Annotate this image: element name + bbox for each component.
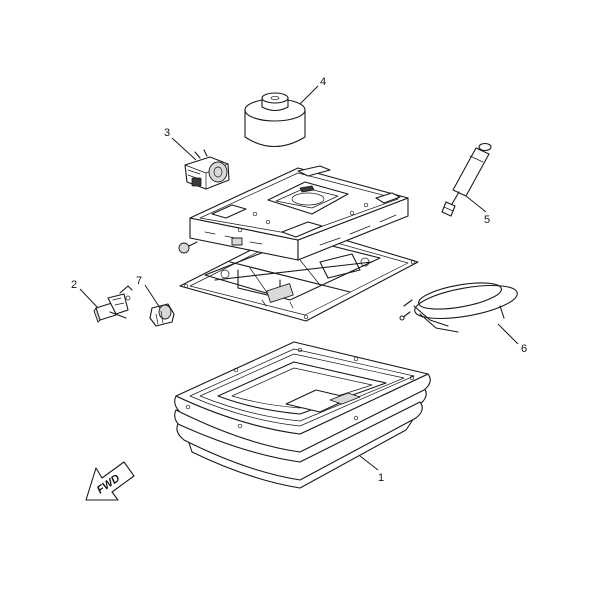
callout-7: 7 xyxy=(136,275,142,287)
callout-3: 3 xyxy=(164,127,170,139)
callout-4: 4 xyxy=(320,76,326,88)
part-4-cap xyxy=(244,92,306,147)
part-2-bracket xyxy=(93,285,133,323)
part-3-actuator xyxy=(184,149,230,190)
callout-6: 6 xyxy=(521,343,527,355)
callout-1: 1 xyxy=(378,472,384,484)
part-7-knob xyxy=(149,303,175,327)
suspension-top-plate xyxy=(178,165,409,261)
part-6-cable xyxy=(399,282,518,333)
part-5-gas-spring xyxy=(441,142,492,217)
callout-2: 2 xyxy=(71,279,77,291)
forward-arrow-icon: FWD xyxy=(85,461,135,501)
part-1-bellows xyxy=(174,341,431,489)
callout-5: 5 xyxy=(484,214,490,226)
leader-lines xyxy=(79,85,519,471)
